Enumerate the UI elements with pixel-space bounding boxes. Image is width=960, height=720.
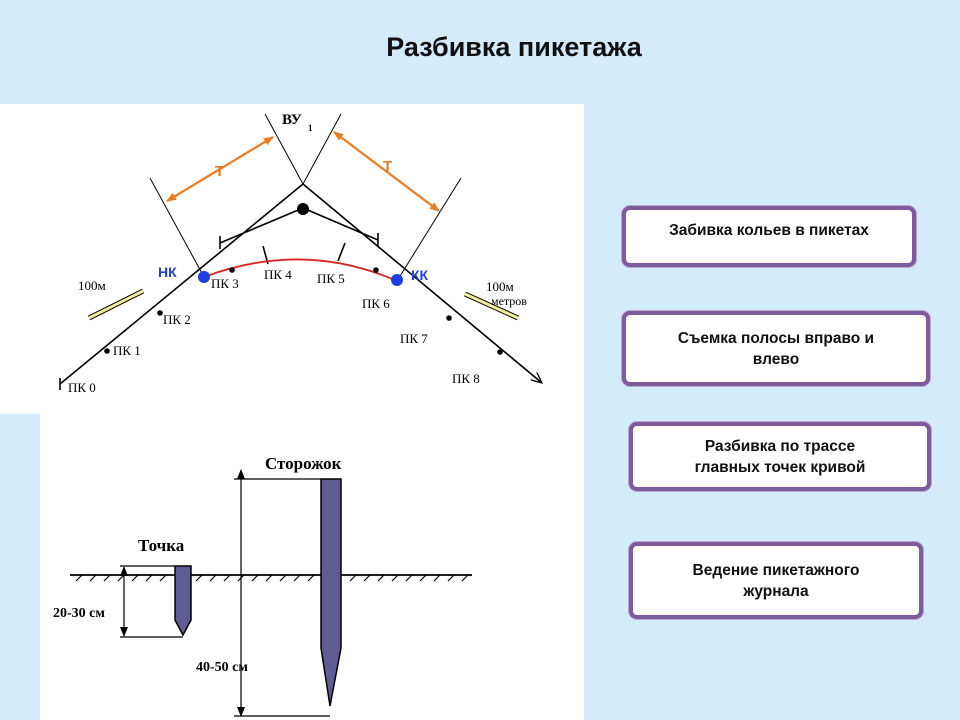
tangent-arrow-right — [333, 131, 440, 212]
stake-diagram-panel — [40, 414, 584, 720]
picket-label-5: ПК 5 — [317, 271, 345, 286]
strip-survey-button[interactable]: Съемка полосы вправо и влево — [622, 311, 930, 386]
guard-stake-label: Сторожок — [265, 454, 342, 473]
end-curve-label: КК — [411, 267, 429, 283]
point-stake — [174, 565, 192, 637]
route-line — [59, 183, 542, 390]
point-depth-label: 20-30 см — [53, 606, 105, 621]
picket-markers — [104, 203, 503, 355]
picket-label-2: ПК 2 — [163, 312, 191, 327]
picket-label-6: ПК 6 — [362, 296, 390, 311]
circular-curve — [203, 258, 398, 282]
main-curve-points-button[interactable]: Разбивка по трассе главных точек кривой — [629, 422, 931, 491]
picket-label-1: ПК 1 — [113, 343, 141, 358]
curve-start-point — [198, 271, 210, 283]
tangent-arrow-left — [166, 136, 274, 202]
tangent-label-right: Т — [383, 158, 392, 175]
stake-driving-button[interactable]: Забивка кольев в пикетах — [622, 206, 916, 267]
offset-lines — [219, 207, 379, 265]
picket-label-4: ПК 4 — [264, 267, 292, 282]
tangent-label-left: Т — [215, 163, 224, 180]
ground-line — [70, 574, 472, 582]
guard-depth-label: 40-50 см — [196, 660, 248, 675]
tangent-lines — [149, 113, 462, 282]
distance-arrow-right — [463, 291, 520, 321]
point-stake-label: Точка — [138, 536, 185, 555]
picket-label-8: ПК 8 — [452, 371, 480, 386]
distance-label-left: 100м — [78, 278, 106, 293]
guard-stake — [320, 478, 342, 707]
curve-end-point — [391, 274, 403, 286]
vertex-label-subscript: 1 — [308, 123, 313, 133]
distance-label-right: 100м — [486, 279, 514, 294]
vertex-label: ВУ — [282, 112, 302, 128]
picket-label-3: ПК 3 — [211, 276, 239, 291]
start-curve-label: НК — [158, 264, 177, 280]
distance-arrow-left — [87, 288, 145, 321]
distance-unit-right: метров — [491, 294, 527, 308]
page-title: Разбивка пикетажа — [386, 32, 642, 62]
picket-label-0: ПК 0 — [68, 380, 96, 395]
picket-label-7: ПК 7 — [400, 331, 428, 346]
picket-journal-button[interactable]: Ведение пикетажного журнала — [629, 542, 923, 619]
